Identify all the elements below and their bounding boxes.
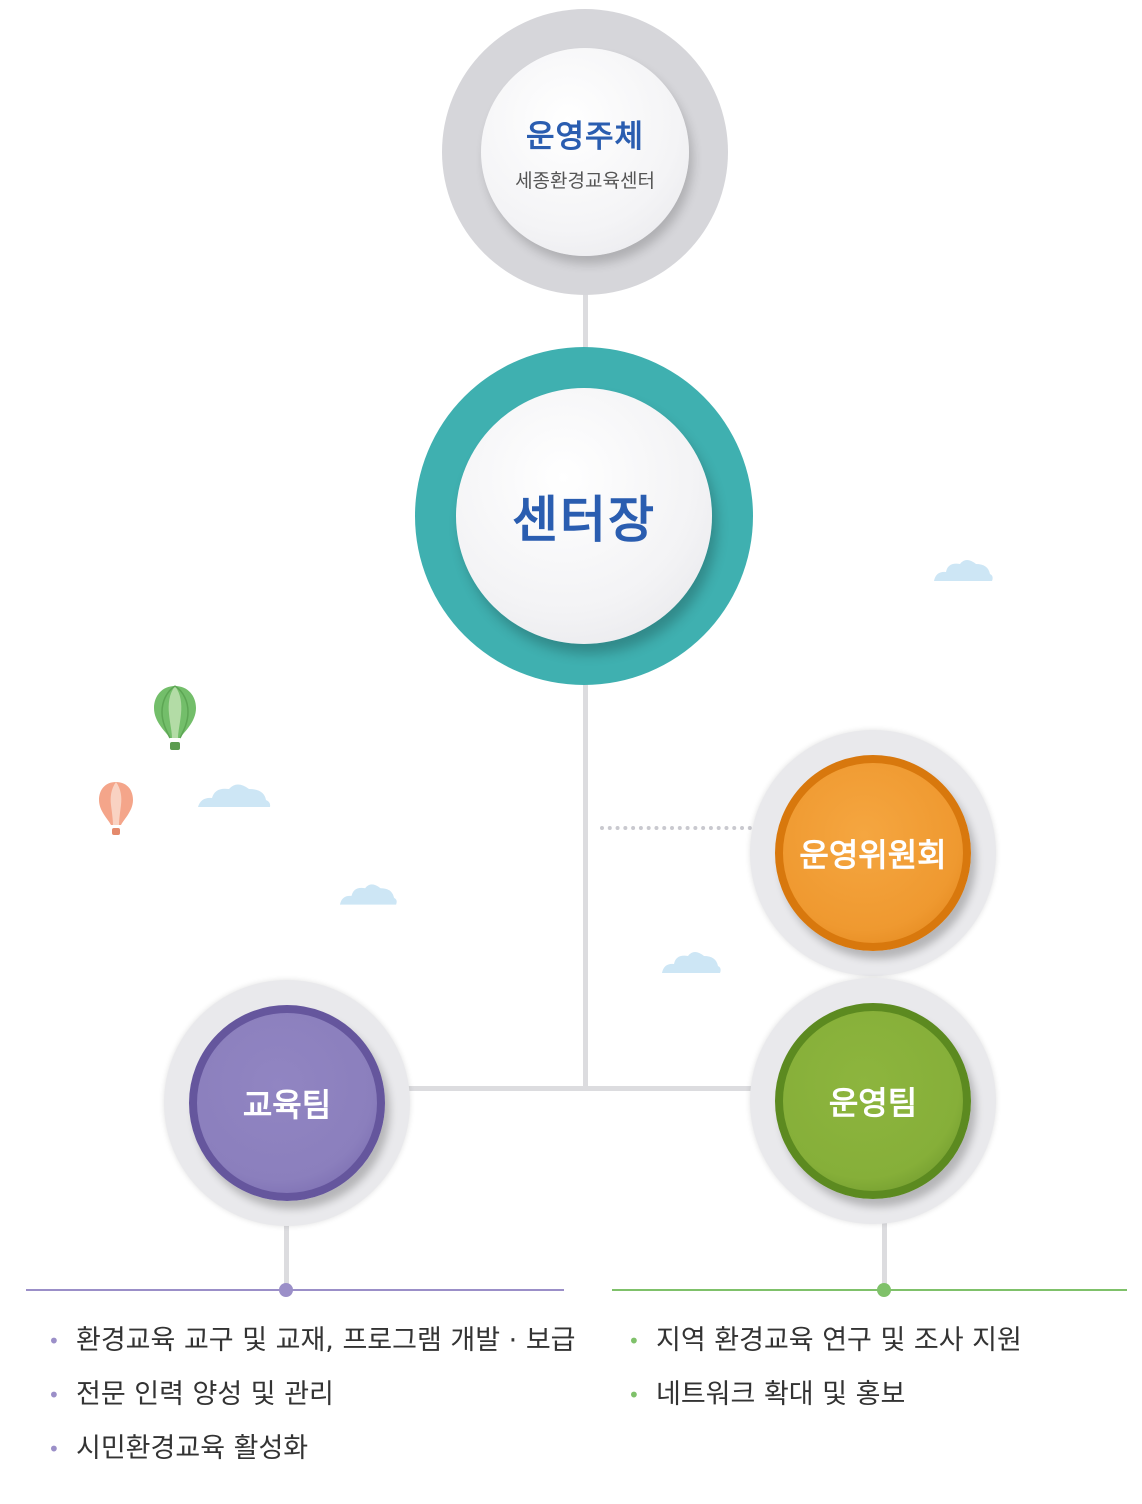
connector-committee-dotted bbox=[600, 826, 752, 830]
education-list-divider bbox=[26, 1289, 564, 1291]
education-team-title: 교육팀 bbox=[242, 1086, 332, 1124]
connector-top-center bbox=[583, 290, 588, 352]
operations-list-dot bbox=[877, 1283, 891, 1297]
education-duty-3: 시민환경교육 활성화 bbox=[76, 1433, 309, 1464]
connector-teams bbox=[405, 1086, 755, 1091]
list-item: •전문 인력 양성 및 관리 bbox=[48, 1379, 334, 1410]
operator-subtitle: 세종환경교육센터 bbox=[515, 170, 655, 192]
education-duty-2: 전문 인력 양성 및 관리 bbox=[76, 1379, 334, 1410]
operator-node: 운영주체 세종환경교육센터 bbox=[442, 9, 728, 295]
operations-list-divider bbox=[612, 1289, 1127, 1291]
education-list-dot bbox=[279, 1283, 293, 1297]
list-item: •환경교육 교구 및 교재, 프로그램 개발 · 보급 bbox=[48, 1325, 576, 1356]
operations-team-node: 운영팀 bbox=[750, 978, 996, 1224]
director-node-inner: 센터장 bbox=[456, 388, 712, 644]
education-duty-list: •환경교육 교구 및 교재, 프로그램 개발 · 보급 •전문 인력 양성 및 … bbox=[44, 1314, 576, 1476]
education-team-node-inner: 교육팀 bbox=[189, 1005, 385, 1201]
connector-edu-list bbox=[284, 1222, 289, 1288]
committee-node-inner: 운영위원회 bbox=[775, 755, 971, 951]
cloud-icon bbox=[662, 952, 721, 973]
cloud-icon bbox=[339, 884, 397, 905]
operator-title: 운영주체 bbox=[525, 119, 645, 155]
list-item: •지역 환경교육 연구 및 조사 지원 bbox=[628, 1325, 1022, 1356]
operations-duty-2: 네트워크 확대 및 홍보 bbox=[656, 1379, 906, 1410]
director-node: 센터장 bbox=[415, 347, 753, 685]
connector-ops-list bbox=[882, 1220, 887, 1288]
cloud-icon bbox=[198, 784, 271, 807]
green-balloon-icon bbox=[154, 685, 196, 750]
operator-node-inner: 운영주체 세종환경교육센터 bbox=[481, 48, 689, 256]
director-title: 센터장 bbox=[512, 491, 656, 549]
list-item: •시민환경교육 활성화 bbox=[48, 1433, 309, 1464]
cloud-icon bbox=[934, 560, 993, 581]
list-item: •네트워크 확대 및 홍보 bbox=[628, 1379, 906, 1410]
connector-center-trunk bbox=[583, 680, 588, 1090]
operations-duty-1: 지역 환경교육 연구 및 조사 지원 bbox=[656, 1325, 1022, 1356]
education-team-node: 교육팀 bbox=[164, 980, 410, 1226]
orange-balloon-icon bbox=[99, 782, 133, 835]
operations-duty-list: •지역 환경교육 연구 및 조사 지원 •네트워크 확대 및 홍보 bbox=[624, 1314, 1022, 1422]
education-duty-1: 환경교육 교구 및 교재, 프로그램 개발 · 보급 bbox=[76, 1325, 576, 1356]
operations-team-title: 운영팀 bbox=[828, 1084, 918, 1122]
committee-title: 운영위원회 bbox=[799, 836, 947, 874]
committee-node: 운영위원회 bbox=[750, 730, 996, 976]
operations-team-node-inner: 운영팀 bbox=[775, 1003, 971, 1199]
